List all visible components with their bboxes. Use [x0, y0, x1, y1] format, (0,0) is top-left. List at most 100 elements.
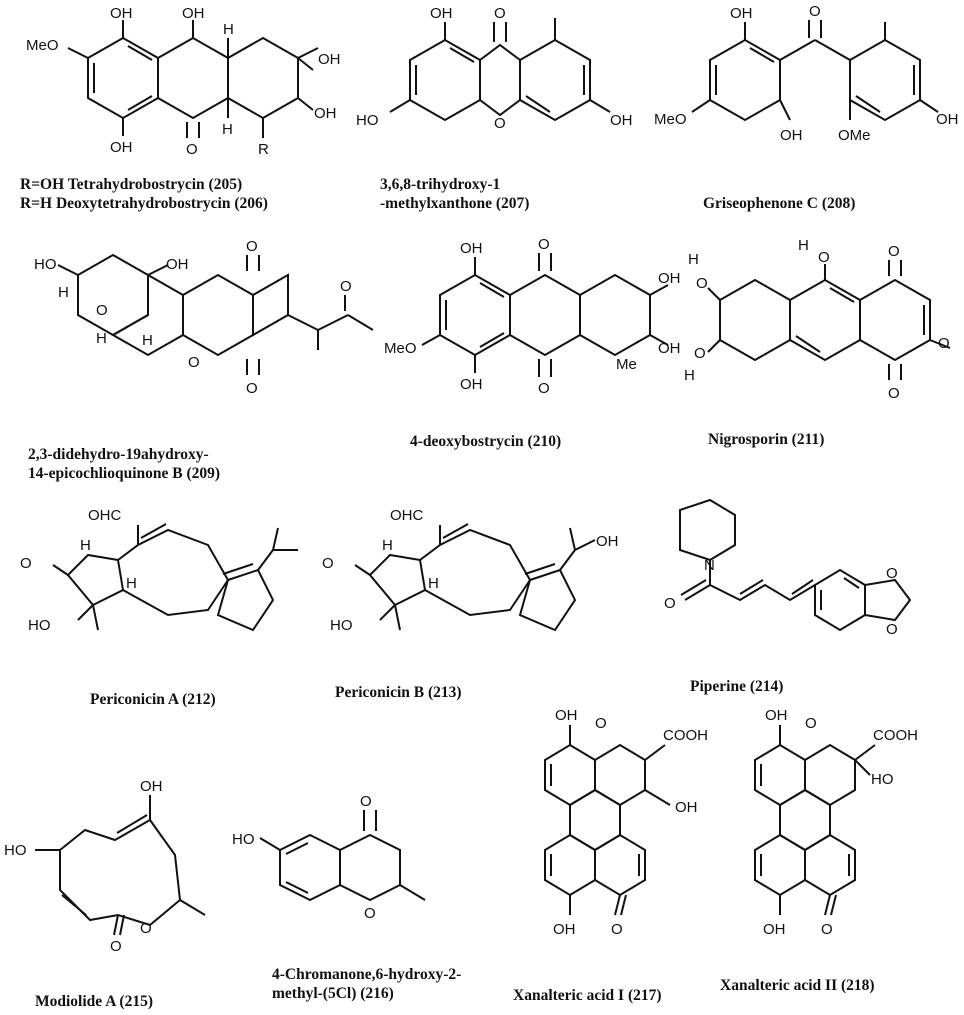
atom-label: OH: [460, 376, 483, 393]
atom-label: OHC: [390, 507, 424, 524]
atom-label: H: [798, 237, 809, 254]
atom-label: O: [809, 3, 821, 20]
caption-line: 4-Chromanone,6-hydroxy-2-: [272, 966, 462, 983]
atom-label: OH: [182, 5, 205, 22]
structure-205-206: OH OH H MeO OH OH OH O H R: [26, 5, 341, 158]
atom-label: OHC: [88, 507, 122, 524]
atom-label: O: [110, 938, 122, 955]
atom-label: O: [140, 920, 152, 937]
caption-line: 14-epicochlioquinone B (209): [28, 465, 221, 482]
caption-line: 3,6,8-trihydroxy-1: [380, 176, 501, 193]
atom-label: O: [188, 354, 200, 371]
atom-label: OH: [140, 778, 163, 795]
compound-caption: 4-deoxybostrycin (210): [410, 432, 561, 451]
compound-caption: 2,3-didehydro-19ahydroxy- 14-epicochlioq…: [28, 445, 220, 483]
atom-label: OH: [658, 270, 680, 287]
caption-line: Nigrosporin (211): [708, 431, 825, 448]
atom-label: O: [694, 345, 706, 362]
atom-label: H: [58, 284, 69, 301]
caption-line: 4-deoxybostrycin (210): [410, 433, 562, 450]
atom-label: O: [322, 555, 334, 572]
atom-label: O: [538, 236, 550, 253]
atom-label: H: [126, 575, 137, 592]
caption-line: R=H Deoxytetrahydrobostrycin (206): [20, 195, 268, 212]
atom-label: R: [258, 141, 269, 158]
caption-line: Periconicin B (213): [335, 684, 462, 701]
atom-label: COOH: [663, 727, 708, 744]
caption-line: Piperine (214): [690, 678, 784, 695]
caption-line: Modiolide A (215): [35, 993, 153, 1010]
atom-label: OH: [166, 256, 189, 273]
atom-label: OH: [110, 139, 133, 156]
atom-label: O: [96, 302, 108, 319]
atom-label: OH: [675, 799, 698, 816]
atom-label: OH: [314, 105, 337, 122]
atom-label: O: [888, 385, 900, 402]
atom-label: COOH: [873, 727, 918, 744]
atom-label: MeO: [654, 111, 687, 128]
caption-line: 2,3-didehydro-19ahydroxy-: [28, 446, 209, 463]
atom-label: OH: [318, 51, 341, 68]
atom-label: O: [821, 921, 833, 938]
caption-line: Xanalteric acid I (217): [513, 987, 662, 1004]
compound-caption: Periconicin B (213): [335, 683, 462, 702]
structure-217: OH O COOH OH OH O: [544, 707, 708, 938]
caption-line: methyl-(5Cl) (216): [272, 985, 394, 1002]
atom-label: O: [494, 5, 506, 22]
atom-label: OMe: [838, 127, 871, 144]
atom-label: O: [246, 238, 258, 255]
atom-label: OH: [555, 707, 578, 724]
structure-210: OH O OH MeO Me OH OH O: [384, 236, 680, 397]
atom-label: O: [805, 715, 817, 732]
atom-label: O: [888, 243, 900, 260]
atom-label: O: [340, 278, 352, 295]
atom-label: O: [246, 380, 258, 397]
atom-label: OH: [553, 921, 576, 938]
caption-line: Xanalteric acid II (218): [720, 977, 875, 994]
atom-label: HO: [34, 256, 57, 273]
structure-207: OH O HO O OH: [356, 5, 633, 132]
atom-label: HO: [356, 112, 379, 129]
atom-label: H: [142, 332, 153, 349]
atom-label: O: [360, 793, 372, 810]
compound-caption: 3,6,8-trihydroxy-1 -methylxanthone (207): [380, 175, 529, 213]
caption-line: Periconicin A (212): [90, 691, 216, 708]
atom-label: H: [688, 251, 699, 268]
atom-label: H: [222, 121, 233, 138]
atom-label: O: [886, 621, 898, 638]
atom-label: O: [664, 595, 676, 612]
compound-caption: Xanalteric acid I (217): [513, 986, 662, 1005]
structure-208: OH O MeO OH OMe OH: [654, 3, 959, 144]
atom-label: OH: [730, 5, 753, 22]
caption-line: -methylxanthone (207): [380, 195, 530, 212]
atom-label: OH: [765, 707, 788, 724]
atom-label: OH: [596, 533, 619, 550]
structure-209: HO OH H O H H O O O O: [34, 238, 374, 397]
atom-label: O: [611, 921, 623, 938]
atom-label: O: [494, 115, 506, 132]
structure-215: OH HO O O: [4, 778, 206, 955]
atom-label: OH: [610, 112, 633, 129]
atom-label: O: [886, 565, 898, 582]
atom-label: HO: [330, 617, 353, 634]
atom-label: O: [364, 905, 376, 922]
atom-label: O: [538, 380, 550, 397]
atom-label: O: [818, 249, 830, 266]
atom-label: OH: [430, 5, 453, 22]
atom-label: Me: [616, 356, 637, 373]
atom-label: N: [704, 557, 715, 574]
compound-caption: Piperine (214): [690, 677, 783, 696]
atom-label: MeO: [384, 340, 417, 357]
atom-label: HO: [871, 771, 894, 788]
atom-label: O: [595, 715, 607, 732]
atom-label: H: [80, 537, 91, 554]
compound-caption: Xanalteric acid II (218): [720, 976, 875, 995]
caption-line: Griseophenone C (208): [703, 195, 856, 212]
atom-label: O: [20, 555, 32, 572]
atom-label: OH: [110, 5, 133, 22]
atom-label: OH: [936, 111, 959, 128]
atom-label: OH: [658, 340, 680, 357]
structure-214: N O O O: [664, 498, 912, 638]
atom-label: O: [186, 141, 198, 158]
